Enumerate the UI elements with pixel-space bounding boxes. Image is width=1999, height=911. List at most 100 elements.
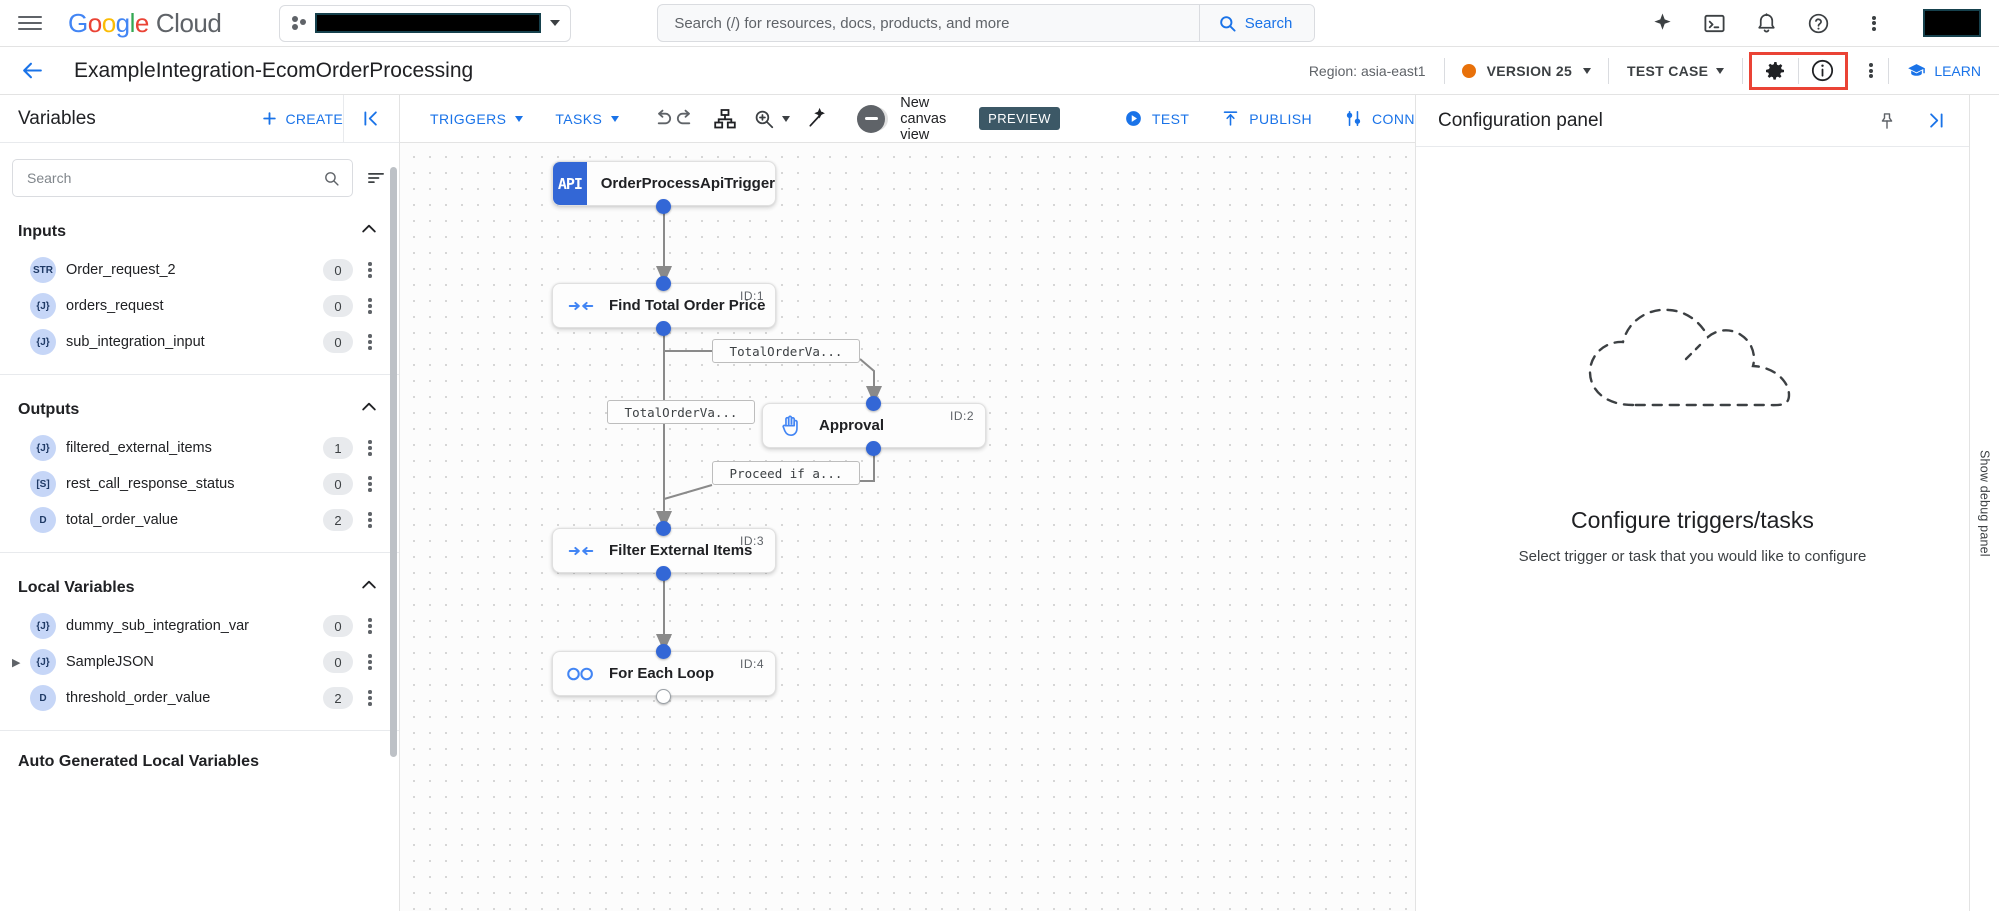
- info-button[interactable]: [1799, 55, 1845, 87]
- integration-canvas[interactable]: TRIGGERS TASKS: [400, 95, 1416, 911]
- variable-more-icon[interactable]: [357, 511, 383, 529]
- variable-more-icon[interactable]: [357, 689, 383, 707]
- auto-layout-button[interactable]: [713, 95, 737, 143]
- variable-row[interactable]: {J} filtered_external_items 1: [0, 430, 399, 466]
- expand-panel-button[interactable]: [1915, 101, 1955, 141]
- group-header[interactable]: Auto Generated Local Variables: [0, 745, 399, 779]
- config-panel-header: Configuration panel: [1416, 95, 1969, 147]
- variable-name: orders_request: [66, 298, 164, 314]
- variable-row[interactable]: {J} sub_integration_input 0: [0, 324, 399, 360]
- expand-triangle-icon[interactable]: ▶: [12, 656, 21, 669]
- publish-button[interactable]: PUBLISH: [1205, 109, 1328, 128]
- redo-button[interactable]: [674, 95, 697, 143]
- variable-row[interactable]: D threshold_order_value 2: [0, 680, 399, 716]
- magic-wand-button[interactable]: [806, 95, 829, 143]
- node-label: Approval: [819, 417, 885, 434]
- variable-more-icon[interactable]: [357, 333, 383, 351]
- back-button[interactable]: [20, 58, 50, 83]
- variable-more-icon[interactable]: [357, 439, 383, 457]
- tasks-label: TASKS: [555, 110, 603, 127]
- divider: [1798, 57, 1800, 84]
- account-avatar[interactable]: [1923, 9, 1981, 37]
- config-panel-empty-state: Configure triggers/tasks Select trigger …: [1416, 147, 1969, 911]
- variable-row[interactable]: [S] rest_call_response_status 0: [0, 466, 399, 502]
- node-output-port[interactable]: [656, 689, 671, 704]
- variables-search-field[interactable]: [12, 159, 353, 197]
- project-selector[interactable]: [279, 4, 572, 42]
- flow-node-api-trigger[interactable]: API OrderProcessApiTrigger: [552, 161, 776, 206]
- variable-more-icon[interactable]: [357, 475, 383, 493]
- search-button[interactable]: Search: [1198, 5, 1315, 41]
- logo-letter-g2: g: [115, 7, 130, 38]
- zoom-menu-button[interactable]: [753, 95, 791, 143]
- variables-scroll-area: Inputs STR Order_request_2 0: [0, 143, 399, 911]
- undo-button[interactable]: [651, 95, 674, 143]
- variable-type-badge: STR: [30, 257, 56, 283]
- group-title: Outputs: [18, 400, 80, 418]
- hamburger-menu-icon[interactable]: [18, 8, 48, 38]
- node-output-port[interactable]: [866, 441, 881, 456]
- chevron-down-icon: [782, 115, 791, 122]
- title-bar-more-button[interactable]: [1854, 62, 1888, 80]
- edge-label[interactable]: TotalOrderVa...: [607, 400, 755, 424]
- test-case-selector[interactable]: TEST CASE: [1609, 63, 1742, 79]
- group-header[interactable]: Inputs: [0, 211, 399, 252]
- node-input-port[interactable]: [656, 276, 671, 291]
- group-title: Auto Generated Local Variables: [18, 753, 259, 770]
- sidebar-scrollbar-thumb[interactable]: [390, 167, 397, 757]
- tasks-menu-button[interactable]: TASKS: [539, 111, 635, 127]
- learn-button[interactable]: LEARN: [1889, 61, 1981, 80]
- notifications-bell-icon[interactable]: [1753, 10, 1779, 36]
- variable-more-icon[interactable]: [357, 617, 383, 635]
- variable-name: threshold_order_value: [66, 690, 211, 706]
- variables-search-row: [0, 159, 399, 197]
- top-bar-more-icon[interactable]: [1857, 14, 1891, 32]
- chevron-up-icon[interactable]: [359, 397, 379, 422]
- chevron-up-icon[interactable]: [359, 219, 379, 244]
- node-input-port[interactable]: [866, 396, 881, 411]
- global-search[interactable]: Search: [657, 4, 1316, 42]
- variable-row[interactable]: {J} orders_request 0: [0, 288, 399, 324]
- variable-row[interactable]: STR Order_request_2 0: [0, 252, 399, 288]
- node-output-port[interactable]: [656, 199, 671, 214]
- chevron-up-icon[interactable]: [359, 575, 379, 600]
- node-output-port[interactable]: [656, 566, 671, 581]
- flow-graph[interactable]: API OrderProcessApiTrigger Find Total Or…: [400, 143, 1415, 911]
- group-header[interactable]: Local Variables: [0, 567, 399, 608]
- test-button[interactable]: TEST: [1108, 109, 1205, 128]
- group-header[interactable]: Outputs: [0, 389, 399, 430]
- node-input-port[interactable]: [656, 644, 671, 659]
- divider: [1742, 57, 1744, 84]
- region-label: Region: asia-east1: [1308, 62, 1426, 79]
- triggers-menu-button[interactable]: TRIGGERS: [414, 111, 539, 127]
- settings-button[interactable]: [1752, 55, 1798, 87]
- variable-more-icon[interactable]: [357, 297, 383, 315]
- variable-type-badge: [S]: [30, 471, 56, 497]
- gemini-sparkle-icon[interactable]: [1649, 10, 1675, 36]
- node-input-port[interactable]: [656, 521, 671, 536]
- integration-title-bar: ExampleIntegration-EcomOrderProcessing R…: [0, 47, 1999, 95]
- new-canvas-view-toggle[interactable]: [857, 104, 889, 133]
- pin-button[interactable]: [1867, 101, 1907, 141]
- variable-more-icon[interactable]: [357, 261, 383, 279]
- version-label: VERSION 25: [1486, 62, 1573, 79]
- variables-search-input[interactable]: [25, 169, 323, 187]
- create-variable-button[interactable]: CREATE: [261, 110, 343, 127]
- sort-filter-button[interactable]: [365, 168, 387, 188]
- cloud-shell-icon[interactable]: [1701, 10, 1727, 36]
- version-selector[interactable]: VERSION 25: [1445, 63, 1608, 79]
- variable-row[interactable]: ▶ {J} SampleJSON 0: [0, 644, 399, 680]
- variable-row[interactable]: D total_order_value 2: [0, 502, 399, 538]
- edge-label[interactable]: TotalOrderVa...: [712, 339, 860, 363]
- help-circle-icon[interactable]: [1805, 10, 1831, 36]
- edge-label[interactable]: Proceed if a...: [712, 461, 860, 485]
- hand-icon: [763, 414, 819, 438]
- search-input[interactable]: [658, 14, 1199, 32]
- collapse-sidebar-button[interactable]: [343, 95, 399, 142]
- node-output-port[interactable]: [656, 321, 671, 336]
- variable-row[interactable]: {J} dummy_sub_integration_var 0: [0, 608, 399, 644]
- connections-button[interactable]: CONNECTIONS: [1328, 109, 1415, 128]
- variable-more-icon[interactable]: [357, 653, 383, 671]
- show-debug-panel-rail[interactable]: Show debug panel: [1969, 95, 1999, 911]
